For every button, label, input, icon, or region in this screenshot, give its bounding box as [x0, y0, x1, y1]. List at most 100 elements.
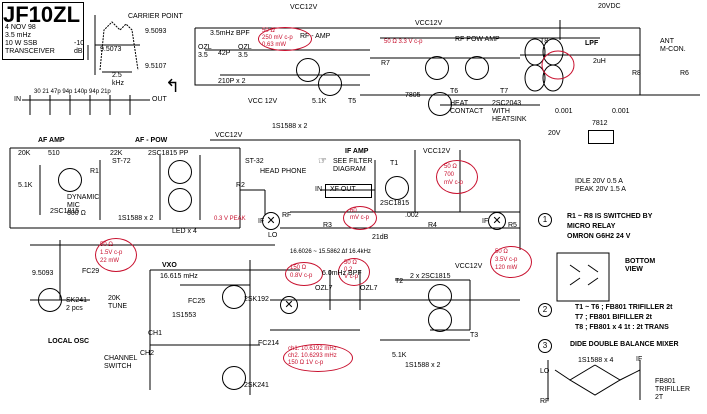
is1588-vfo-label: 1S1588 x 2	[405, 362, 441, 369]
if-port-b: IF	[482, 218, 489, 225]
t5-label: T5	[348, 98, 357, 105]
is1553-label: 1S1553	[172, 312, 197, 319]
vcc12-af-label: VCC12V	[215, 132, 243, 139]
r7-label: R7	[381, 60, 390, 67]
r5-label: R5	[508, 222, 517, 229]
transistor	[222, 366, 246, 390]
lo-port-a: LO	[268, 232, 278, 239]
header-date: 4 NOV 98	[5, 24, 36, 31]
ozl7-b-label: OZL7	[360, 285, 378, 292]
ch2-label: CH2	[140, 350, 155, 357]
r20k-label: 20K	[18, 150, 31, 157]
transistor	[428, 308, 452, 332]
peak-level: 0.3 V PEAK	[214, 216, 246, 222]
headphone-label: HEAD PHONE	[260, 168, 307, 175]
vcc12-top-b: VCC12V	[415, 20, 443, 27]
bpf-in-level-ring	[285, 262, 323, 286]
bandwidth-label: 2.5 kHz	[112, 72, 125, 87]
note3-text: DIDE DOUBLE BALANCE MIXER	[570, 341, 679, 348]
header-mode: 10 W SSB	[5, 40, 38, 47]
if-amp-level-ring	[436, 160, 478, 194]
transistor	[318, 72, 342, 96]
t3-label: T3	[470, 332, 479, 339]
ic7805-label: 7805	[405, 92, 421, 99]
callsign-title: JF10ZL	[3, 2, 81, 27]
channel-switch-label: CHANNEL SWITCH	[104, 355, 138, 370]
transistor	[168, 188, 192, 212]
if-amp-title: IF AMP	[345, 148, 369, 155]
t8-label: T8	[540, 38, 549, 45]
bpf-out-level: 50 Ω 0.2 V c-p	[344, 260, 359, 280]
heat-contact-label: HEAT CONTACT	[450, 100, 484, 115]
transistor	[168, 160, 192, 184]
fc214-label: FC214	[258, 340, 280, 347]
vxo-title: VXO	[162, 262, 177, 269]
t1-label: T1	[390, 160, 399, 167]
r1-label: R1	[90, 168, 99, 175]
ozl-a-label: OZL 3.5	[198, 44, 212, 59]
vxo-freq: 16.615 mHz	[160, 273, 198, 280]
k51-top-label: 5.1K	[312, 98, 327, 105]
transistor	[38, 288, 62, 312]
note2-text: T1 ~ T6 ; FB801 TRIFILLER 2t T7 ; FB801 …	[575, 304, 673, 331]
vcc12-if-label: VCC12V	[423, 148, 451, 155]
vcc12-top-a: VCC12V	[290, 4, 318, 11]
c0001b-label: 0.001	[612, 108, 630, 115]
note1-marker: 1	[538, 213, 552, 227]
r3-label: R3	[323, 222, 332, 229]
xf-out-label-if: XF OUT	[330, 186, 356, 193]
carrier-point-label: CARRIER POINT	[128, 13, 183, 20]
vfo-out-level-ring	[95, 238, 137, 272]
vxo-out-level-ring	[283, 344, 353, 372]
if-in-level: 60 mV c-p	[350, 208, 370, 221]
ant-label: ANT M-CON.	[660, 38, 686, 53]
sk192-label: 2SK192	[244, 296, 269, 303]
v20-label: 20V	[548, 130, 561, 137]
bpf-out-level-ring	[338, 258, 370, 286]
af-amp-label: AF AMP	[38, 137, 65, 144]
vxo-out-level: ch1. 10.6192 mHz ch2. 10.6293 mHz 150 Ω …	[288, 346, 337, 366]
header-type: TRANSCEIVER	[5, 48, 55, 55]
vcc12-vfo-label: VCC12V	[455, 263, 483, 270]
rf-amp-level: 50 Ω 250 mV c-p 0.63 mW	[262, 28, 293, 48]
dc20-label: 20VDC	[598, 3, 621, 10]
r51k-label: 5.1K	[18, 182, 33, 189]
af-pow-label: AF - POW	[135, 137, 168, 144]
bpf-in-level: 150 Ω 0.8V c-p	[290, 265, 313, 279]
r2-label: R2	[236, 182, 245, 189]
sc1815x2-label: 2 x 2SC1815	[410, 273, 451, 280]
mix-out-level: 50 Ω 3.5V c-p 120 mW	[495, 249, 518, 271]
ozl7-a-label: OZL7	[315, 285, 333, 292]
xtal-9093-label: 9.5093	[32, 270, 54, 277]
mixer-if-label: IF	[636, 356, 643, 363]
xf-caps-label: 30 21 47p 94p 140p 94p 21p	[34, 89, 111, 95]
st32-label: ST-32	[245, 158, 264, 165]
fc25-label: FC25	[188, 298, 206, 305]
pointing-hand-icon: ☞	[318, 156, 327, 167]
r8-label: R8	[632, 70, 641, 77]
idle-current: IDLE 20V 0.5 A	[575, 178, 623, 185]
led-label: LED x 4	[172, 228, 197, 235]
freq-center-label: 9.5073	[100, 46, 122, 53]
mixer-rf-label: RF	[540, 398, 550, 405]
rf-pow-amp-label: RF POW AMP	[455, 36, 500, 43]
vfo-out-level: 50 Ω 1.5V c-p 22 mW	[100, 242, 123, 264]
note2-marker: 2	[538, 303, 552, 317]
if-amp-level: 50 Ω 700 mV c-p	[444, 164, 464, 186]
rf-amp-label: RF - AMP	[300, 33, 331, 40]
t6-label: T6	[450, 88, 459, 95]
fc29-label: FC29	[82, 268, 100, 275]
sc1815pp-label: 2SC1815 PP	[148, 150, 189, 157]
transistor	[222, 285, 246, 309]
sc2043-label: 2SC2043 WITH HEATSINK	[492, 100, 527, 123]
mixer-icon: ✕	[262, 212, 280, 230]
transistor	[296, 58, 320, 82]
title-box	[2, 2, 84, 60]
k51-vfo-label: 5.1K	[392, 352, 407, 359]
c002-label: .002	[405, 212, 419, 219]
bpf-freq-range: 16.6026 ~ 15.5862 Δf 16.4kHz	[290, 249, 371, 255]
pow-amp-level: 50 Ω 3.3 V c-p	[384, 39, 423, 45]
is1588x4-label: 1S1588 x 4	[578, 357, 614, 364]
bottom-view-label: BOTTOM VIEW	[625, 258, 656, 273]
